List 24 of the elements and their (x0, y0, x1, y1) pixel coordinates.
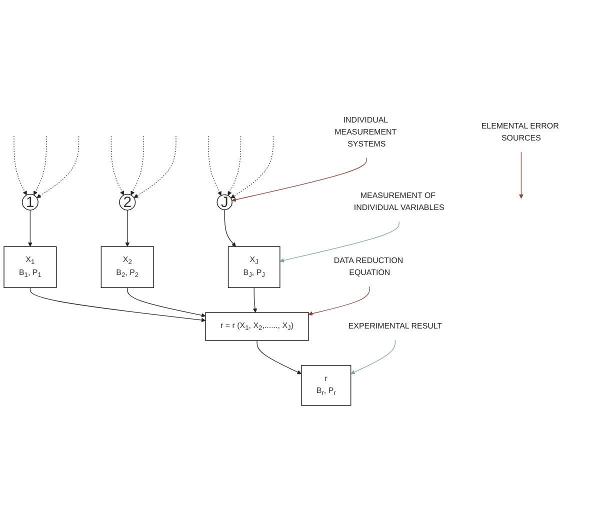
arrow (14, 136, 27, 196)
arrow (134, 136, 176, 198)
arrow (308, 286, 370, 316)
arrow (208, 136, 222, 196)
arrow (224, 210, 236, 248)
node-circle: 1 (22, 194, 38, 211)
node-circle: 2 (119, 194, 136, 211)
arrow (36, 136, 80, 198)
arrow (28, 210, 32, 248)
arrow (30, 288, 206, 323)
arrow (34, 136, 47, 196)
arrow (256, 340, 302, 374)
arrow (125, 210, 130, 248)
arrow (232, 158, 367, 202)
arrow (110, 136, 124, 196)
arrow (252, 288, 258, 314)
arrow (228, 136, 242, 196)
arrow (280, 222, 400, 263)
arrow (519, 152, 524, 199)
arrow (350, 340, 396, 374)
arrow (230, 136, 274, 199)
arrow (127, 288, 206, 318)
arrow (130, 136, 144, 196)
node-circle: J (216, 194, 232, 210)
